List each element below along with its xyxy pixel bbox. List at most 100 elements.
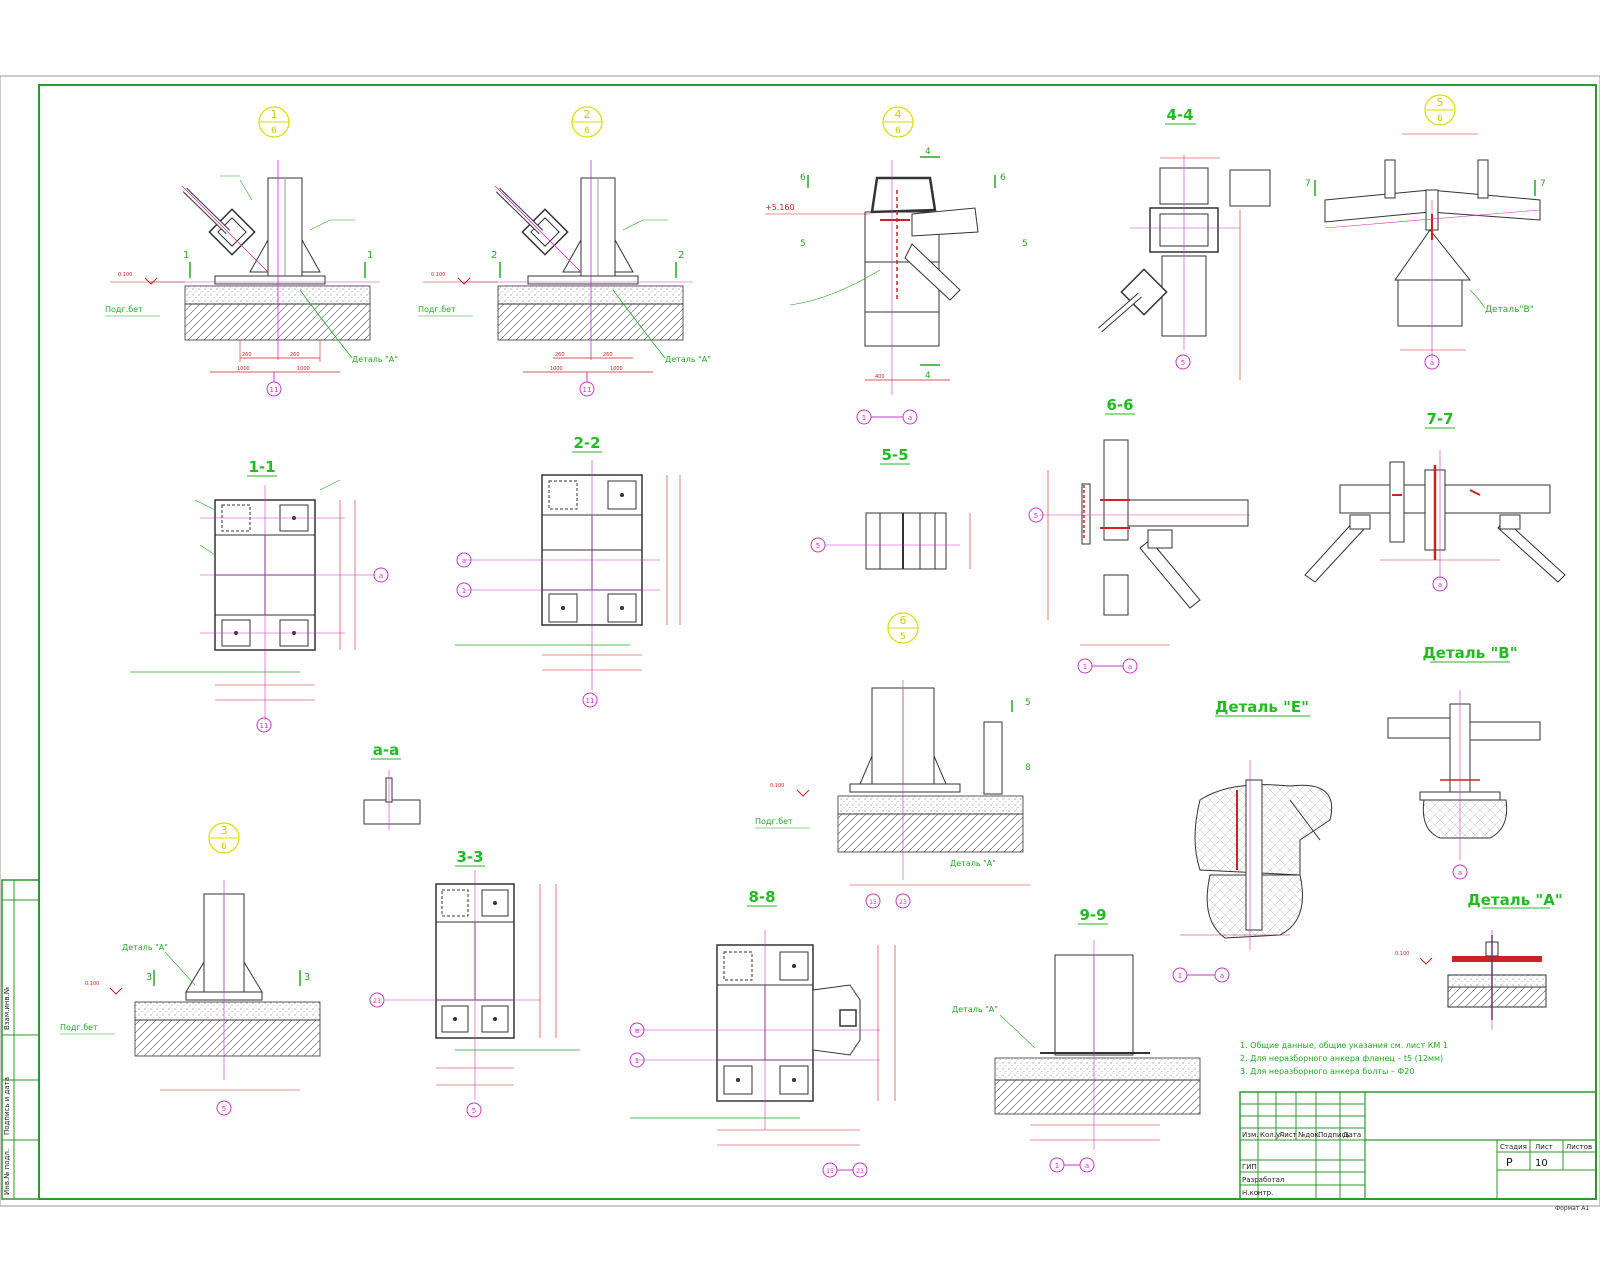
- axis-a-o: а: [1085, 1162, 1089, 1170]
- axis-1-n: 1: [635, 1057, 639, 1065]
- col-izm: Изм.: [1242, 1131, 1258, 1139]
- cut-mark-1a: 1: [183, 250, 189, 261]
- axis-a-j: а: [1438, 581, 1442, 589]
- cut-mark-1b: 1: [367, 250, 373, 261]
- note-3: 3. Для неразборного анкера болты – Ф20: [1240, 1067, 1414, 1076]
- title-detail-e: Деталь "Е": [1215, 698, 1309, 716]
- detail-a: Деталь "А" 0.100: [1395, 891, 1563, 1030]
- bubble-5-bottom: 6: [1437, 114, 1443, 124]
- axis-1-o: 1: [1055, 1162, 1059, 1170]
- cut-mark-4a: 4: [925, 147, 931, 157]
- side-label-1: Инв.№ подл.: [3, 1149, 11, 1195]
- axis-11-f: 11: [260, 722, 269, 730]
- svg-text:260: 260: [555, 352, 565, 358]
- detail-v-ref: Деталь"В": [1485, 305, 1534, 315]
- title-8-8: 8-8: [748, 888, 775, 906]
- bubble-2-top: 2: [584, 108, 591, 121]
- axis-a-f: а: [379, 572, 383, 580]
- title-detail-v: Деталь "В": [1422, 644, 1517, 662]
- cut-mark-4b: 4: [925, 371, 931, 381]
- cut-mark-8a: 8: [1025, 763, 1031, 773]
- node-6-view: 6 5 15 23 0.100 Подг.бет Деталь "А" 5 8: [755, 612, 1031, 909]
- bubble-3-top: 3: [221, 824, 228, 837]
- side-stamp: Инв.№ подл. Подпись и дата Взам.инв.№: [1, 879, 40, 1200]
- cut-mark-2b: 2: [678, 250, 684, 261]
- cut-mark-5a: 5: [800, 239, 806, 249]
- axis-23-k: 23: [899, 899, 907, 906]
- svg-text:1000: 1000: [550, 366, 563, 372]
- bubble-4-bottom: 6: [895, 126, 901, 136]
- axis-15-k: 15: [869, 899, 877, 906]
- axis-a-c: а: [908, 414, 912, 422]
- outer-border: [0, 75, 1600, 1207]
- row-gip: ГИП: [1242, 1163, 1257, 1171]
- axis-1-i: 1: [1083, 663, 1087, 671]
- row-nkontr: Н.контр.: [1242, 1189, 1273, 1197]
- detail-a-ref-9: Деталь "А": [952, 1005, 998, 1014]
- side-label-2: Подпись и дата: [3, 1077, 11, 1135]
- svg-text:1000: 1000: [297, 366, 310, 372]
- detail-a-ref-1: Деталь "А": [352, 355, 398, 364]
- inner-frame: [38, 84, 1597, 1200]
- cut-mark-3b: 3: [304, 972, 310, 983]
- row-razr: Разработал: [1242, 1176, 1284, 1184]
- bubble-4-top: 4: [895, 108, 902, 121]
- axis-23-n: 23: [856, 1168, 864, 1175]
- cut-mark-6b: 6: [1000, 173, 1006, 183]
- section-6-6: 6-6 5 1 а: [1028, 396, 1250, 674]
- general-notes: 1. Общие данные, общие указания см. лист…: [1240, 1041, 1448, 1076]
- note-1: 1. Общие данные, общие указания см. лист…: [1240, 1041, 1448, 1050]
- title-9-9: 9-9: [1079, 906, 1106, 924]
- section-8-8: 8-8 а 1 15 23: [629, 888, 896, 1178]
- col-sign: Подпись: [1318, 1131, 1350, 1139]
- axis-a-g: а: [462, 557, 466, 565]
- title-detail-a: Деталь "А": [1467, 891, 1562, 909]
- detail-v: Деталь "В" а: [1387, 644, 1541, 880]
- stage-letter: Р: [1506, 1156, 1513, 1169]
- axis-23-m: 23: [373, 998, 381, 1005]
- bubble-3-bottom: 6: [221, 842, 227, 852]
- col-list: Лист: [1279, 1131, 1297, 1139]
- axis-5-i: 5: [1034, 512, 1038, 520]
- elev-mark-6: 0.100: [770, 783, 784, 789]
- cut-mark-7a: 7: [1305, 179, 1311, 189]
- title-7-7: 7-7: [1426, 410, 1453, 428]
- cut-mark-3a: 3: [146, 972, 152, 983]
- node-5-view: 5 6 а Деталь"В" 7 7: [1305, 94, 1546, 370]
- title-3-3: 3-3: [456, 848, 483, 866]
- axis-5-m: 5: [472, 1107, 476, 1115]
- section-4-4: 4-4 5: [1098, 106, 1271, 380]
- col-sheets: Листов: [1566, 1143, 1592, 1151]
- bubble-2-bottom: 6: [584, 126, 590, 136]
- axis-11-a: 11: [270, 386, 279, 394]
- axis-1-p: 1: [1178, 972, 1182, 980]
- detail-a-ref-3: Деталь "А": [122, 943, 168, 952]
- cut-mark-5c: 5: [1025, 698, 1031, 708]
- axis-a-n: а: [635, 1027, 639, 1035]
- cut-mark-6a: 6: [800, 173, 806, 183]
- section-2-2: 2-2 а 1 11: [455, 434, 681, 708]
- cut-mark-7b: 7: [1540, 179, 1546, 189]
- col-kol: Кол.уч: [1260, 1131, 1284, 1139]
- sheet-format: Формат А1: [1555, 1205, 1589, 1212]
- elev-mark-2: 0.100: [431, 272, 445, 278]
- title-4-4: 4-4: [1166, 106, 1193, 124]
- svg-text:400: 400: [875, 374, 885, 380]
- col-stage: Стадия: [1500, 1143, 1527, 1151]
- title-2-2: 2-2: [573, 434, 600, 452]
- note-2: 2. Для неразборного анкера фланец – t5 (…: [1240, 1054, 1443, 1063]
- cut-mark-2a: 2: [491, 250, 497, 261]
- col-doc: №док.: [1298, 1131, 1321, 1139]
- title-a-a: а-а: [373, 741, 399, 759]
- elev-mark-3: 0.100: [85, 981, 99, 987]
- elev-mark-1: 0.100: [118, 272, 132, 278]
- ground-label-3: Подг.бет: [60, 1023, 98, 1032]
- section-7-7: 7-7 а: [1304, 410, 1566, 592]
- detail-e: Деталь "Е" 1 а: [1172, 698, 1332, 983]
- elev-top: +5.160: [765, 203, 795, 212]
- col-sheet: Лист: [1535, 1143, 1553, 1151]
- axis-15-n: 15: [826, 1168, 834, 1175]
